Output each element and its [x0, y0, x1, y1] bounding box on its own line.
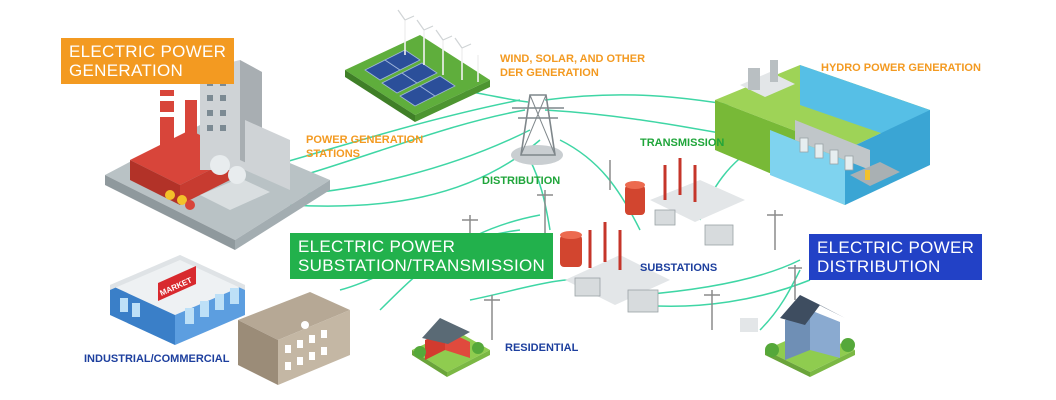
distribution-title-box: ELECTRIC POWER DISTRIBUTION — [809, 234, 983, 280]
stations-label: POWER GENERATION STATIONS — [306, 133, 423, 161]
substation-title-box: ELECTRIC POWER SUBSTATION/TRANSMISSION — [290, 233, 554, 279]
suburban-house — [740, 295, 855, 377]
industrial-commercial-label: INDUSTRIAL/COMMERCIAL — [84, 353, 230, 365]
transmission-substation — [625, 158, 745, 246]
substation-title-line1: ELECTRIC POWER — [298, 237, 456, 256]
stations-label-line1: POWER GENERATION — [306, 134, 424, 146]
distribution-title-line1: ELECTRIC POWER — [817, 238, 975, 257]
hydro-label: HYDRO POWER GENERATION — [821, 62, 981, 74]
market-building — [110, 255, 245, 345]
solar-wind-farm — [345, 9, 490, 122]
wind-solar-label: WIND, SOLAR, AND OTHER DER GENERATION — [500, 52, 645, 80]
generation-title-box: ELECTRIC POWER GENERATION — [61, 38, 235, 84]
distribution-substation — [560, 222, 670, 313]
residential-house — [412, 318, 490, 377]
hydro-dam — [715, 60, 930, 205]
residential-label: RESIDENTIAL — [505, 342, 579, 354]
transmission-label: TRANSMISSION — [640, 137, 725, 149]
stations-label-line2: STATIONS — [306, 148, 360, 160]
substation-title-line2: SUBSTATION/TRANSMISSION — [298, 256, 546, 275]
distribution-label: DISTRIBUTION — [482, 175, 561, 187]
substations-label: SUBSTATIONS — [640, 262, 718, 274]
office-building — [238, 292, 350, 385]
generation-title-line1: ELECTRIC POWER — [69, 42, 227, 61]
generation-title-line2: GENERATION — [69, 61, 184, 80]
wind-solar-label-line1: WIND, SOLAR, AND OTHER — [500, 53, 646, 65]
power-plant — [105, 60, 330, 250]
wind-solar-label-line2: DER GENERATION — [500, 67, 599, 79]
transmission-tower — [511, 94, 564, 165]
utility-poles — [462, 160, 802, 340]
distribution-title-line2: DISTRIBUTION — [817, 257, 941, 276]
